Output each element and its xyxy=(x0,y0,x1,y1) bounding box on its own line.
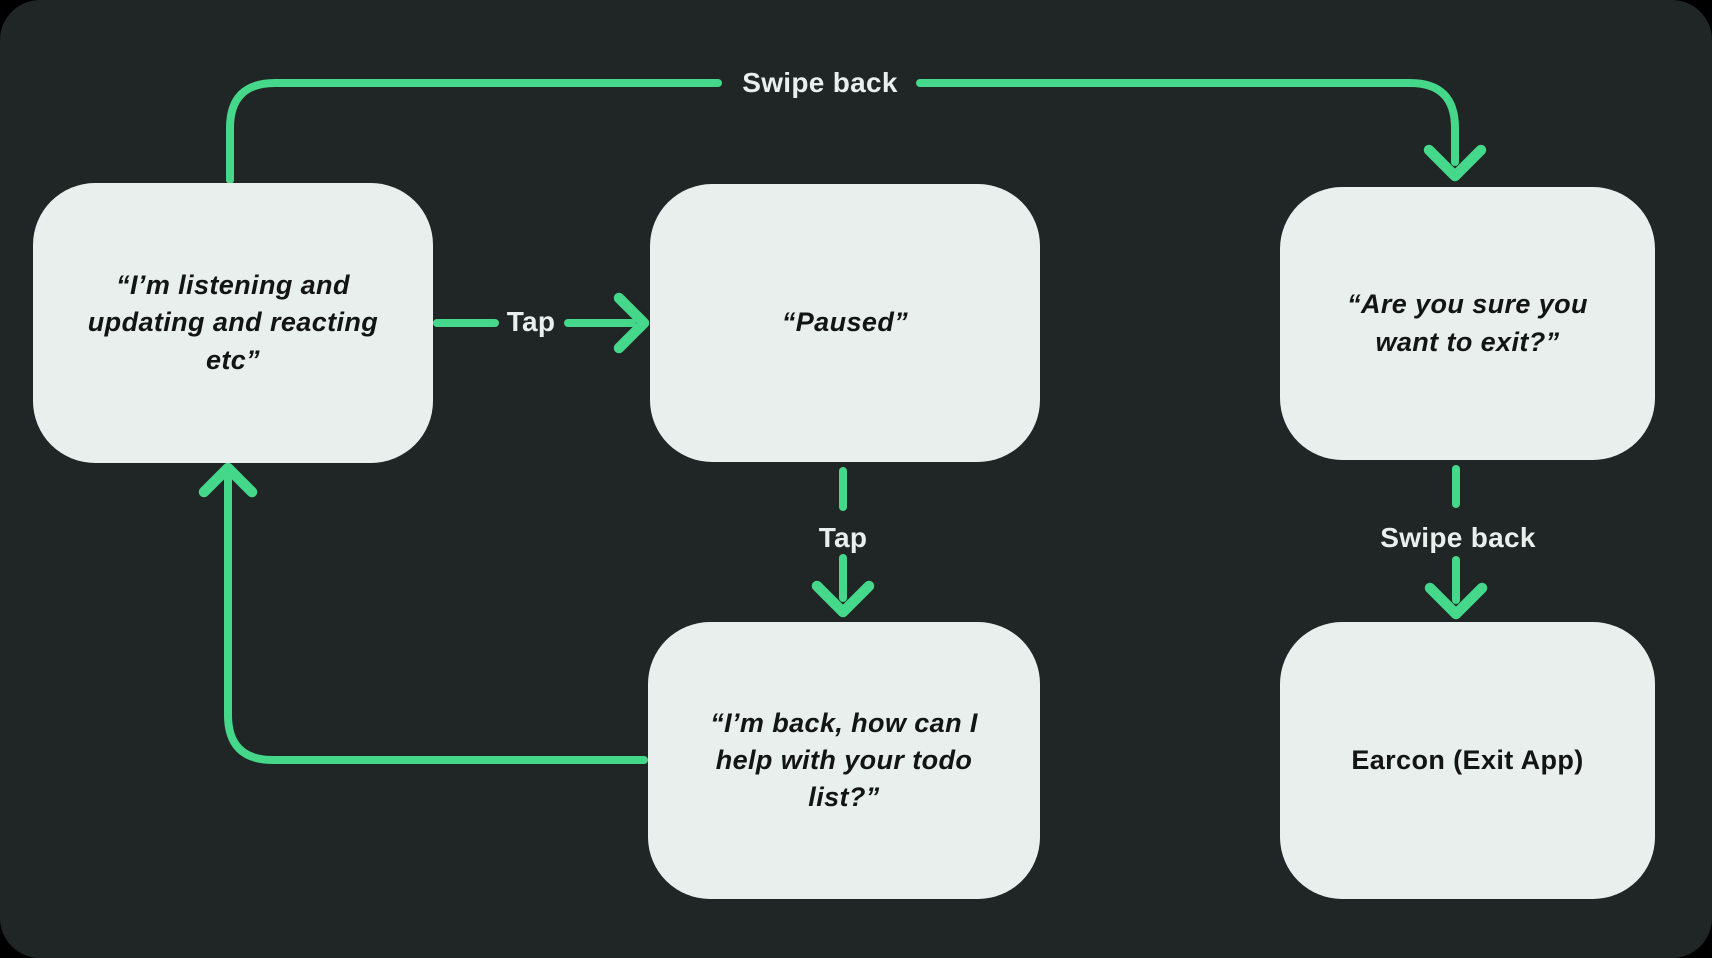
node-exit-confirm-text: “Are you sure you want to exit?” xyxy=(1347,289,1588,357)
node-earcon: Earcon (Exit App) xyxy=(1280,622,1655,899)
arrowhead-down-into-exit-confirm xyxy=(1423,144,1487,182)
label-swipe-back-top: Swipe back xyxy=(742,67,898,98)
label-tap-vertical: Tap xyxy=(818,522,868,553)
node-paused-text: “Paused” xyxy=(781,307,909,338)
node-listening-text: “I’m listening and updating and reacting… xyxy=(87,270,379,375)
arrowhead-down-into-earcon xyxy=(1424,582,1488,620)
arrow-swipe-back-top-left-segment xyxy=(226,79,722,184)
node-paused: “Paused” xyxy=(650,184,1040,462)
node-back-help: “I’m back, how can I help with your todo… xyxy=(648,622,1040,899)
label-tap-horizontal: Tap xyxy=(506,306,556,337)
node-back-help-text: “I’m back, how can I help with your todo… xyxy=(710,707,978,813)
arrow-swipe-back-top-right-segment xyxy=(916,79,1459,166)
node-earcon-text: Earcon (Exit App) xyxy=(1351,744,1584,775)
arrow-return-loop xyxy=(224,470,648,764)
arrowhead-up-into-listening xyxy=(198,462,258,498)
label-swipe-back-right: Swipe back xyxy=(1380,522,1536,553)
arrowhead-right-into-paused xyxy=(613,292,650,354)
arrowhead-down-into-back-help xyxy=(811,580,875,618)
node-listening: “I’m listening and updating and reacting… xyxy=(33,183,433,463)
node-exit-confirm: “Are you sure you want to exit?” xyxy=(1280,187,1655,460)
